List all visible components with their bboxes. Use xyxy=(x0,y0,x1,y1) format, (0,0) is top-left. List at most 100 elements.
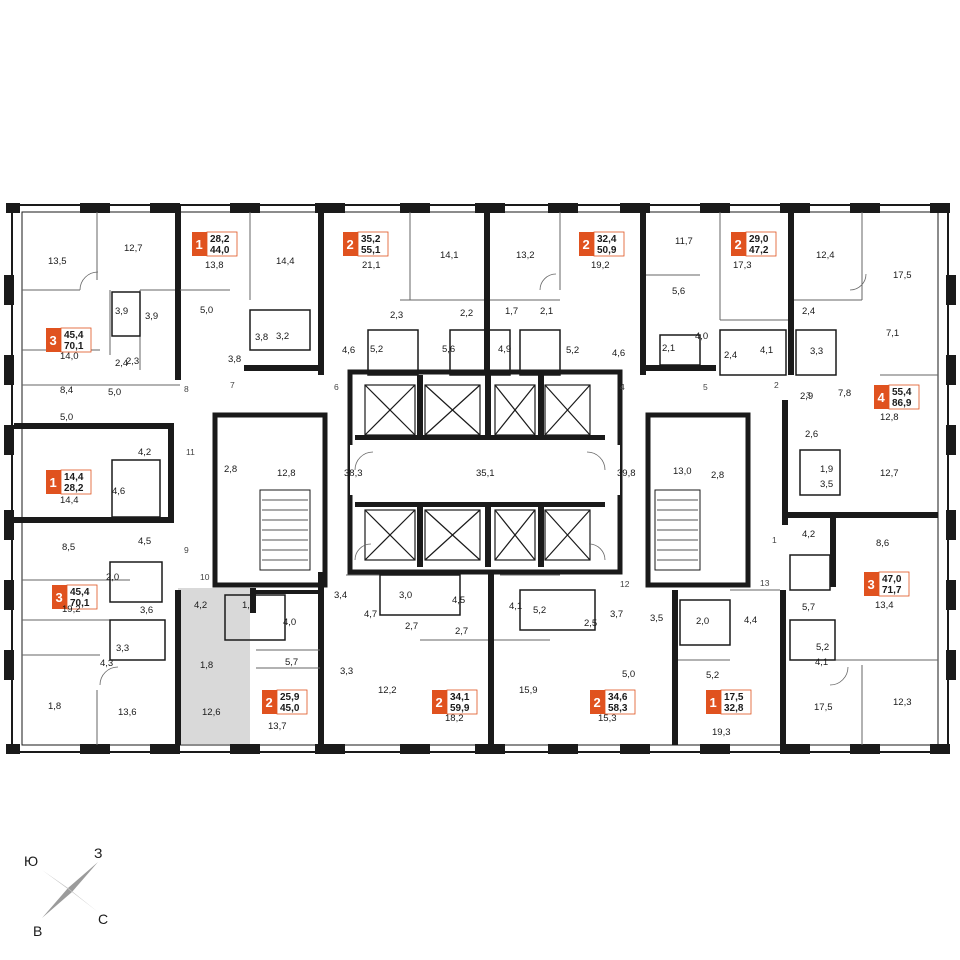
apartment-badge-box xyxy=(720,689,752,715)
room-area-label: 1,9 xyxy=(242,600,255,611)
room-area-label: 35,1 xyxy=(476,468,495,479)
compass-south: Ю xyxy=(24,853,38,869)
apartment-badge[interactable]: 4 55,486,9 xyxy=(874,384,920,410)
apartment-number: 5 xyxy=(703,382,708,392)
room-area-label: 13,2 xyxy=(516,250,535,261)
apartment-living-area: 17,5 xyxy=(724,692,744,703)
bathroom-blocks xyxy=(109,291,841,661)
compass-east: В xyxy=(33,923,42,939)
room-area-label: 2,7 xyxy=(405,621,418,632)
room-area-label: 3,9 xyxy=(145,311,158,322)
apartment-badge-box xyxy=(206,231,238,257)
apartment-number: 9 xyxy=(184,545,189,555)
apartment-rooms-count: 4 xyxy=(878,390,886,405)
apartment-badge-marker xyxy=(46,328,61,352)
room-area-label: 4,2 xyxy=(802,529,815,540)
apartment-rooms-count: 2 xyxy=(266,695,273,710)
room-area-label: 5,2 xyxy=(566,345,579,356)
elevator-shafts xyxy=(364,384,591,561)
room-area-label: 15,3 xyxy=(598,713,617,724)
room-area-label: 2,1 xyxy=(540,306,553,317)
room-area-label: 11,7 xyxy=(675,236,693,247)
room-area-label: 3,7 xyxy=(610,609,623,620)
room-area-label: 15,9 xyxy=(519,685,538,696)
doors xyxy=(79,271,867,686)
building-core xyxy=(212,369,751,588)
room-area-label: 4,3 xyxy=(100,658,113,669)
apartment-total-area: 86,9 xyxy=(892,398,912,409)
apartment-rooms-count: 2 xyxy=(347,237,354,252)
selected-apartment-highlight[interactable] xyxy=(178,588,250,744)
apartment-living-area: 29,0 xyxy=(749,234,769,245)
apartment-badge-box xyxy=(357,231,389,257)
apartment-living-area: 34,1 xyxy=(450,692,470,703)
apartment-total-area: 58,3 xyxy=(608,703,628,714)
apartment-rooms-count: 3 xyxy=(56,590,63,605)
room-area-label: 19,3 xyxy=(712,727,731,738)
apartment-badge-box xyxy=(446,689,478,715)
compass: Ю З В С xyxy=(24,845,108,939)
room-area-label: 1,9 xyxy=(820,464,833,475)
room-area-label: 12,3 xyxy=(893,697,912,708)
apartment-rooms-count: 3 xyxy=(868,577,875,592)
apartment-number: 11 xyxy=(186,447,195,457)
room-area-label: 3,3 xyxy=(340,666,353,677)
room-area-label: 7,8 xyxy=(838,388,851,399)
apartment-total-area: 47,2 xyxy=(749,245,769,256)
apartment-badge-marker xyxy=(52,585,67,609)
room-area-label: 12,6 xyxy=(202,707,221,718)
room-area-label: 13,4 xyxy=(875,600,894,611)
room-area-label: 2,9 xyxy=(800,391,813,402)
apartment-total-area: 55,1 xyxy=(361,245,381,256)
apartment-badge-marker xyxy=(192,232,207,256)
apartment-living-area: 25,9 xyxy=(280,692,300,703)
room-area-label: 5,2 xyxy=(370,344,383,355)
room-area-label: 4,4 xyxy=(744,615,757,626)
apartment-living-area: 55,4 xyxy=(892,387,912,398)
apartment-living-area: 34,6 xyxy=(608,692,628,703)
apartment-living-area: 32,4 xyxy=(597,234,617,245)
room-area-label: 5,6 xyxy=(442,344,455,355)
apartment-number: 6 xyxy=(334,382,339,392)
apartment-number: 13 xyxy=(760,578,770,588)
room-area-label: 3,3 xyxy=(116,643,129,654)
room-area-label: 17,5 xyxy=(893,270,912,281)
apartment-living-area: 47,0 xyxy=(882,574,902,585)
room-area-label: 1,7 xyxy=(505,306,518,317)
room-area-label: 5,0 xyxy=(108,387,121,398)
compass-north: С xyxy=(98,911,108,927)
room-area-label: 13,7 xyxy=(268,721,287,732)
apartment-number: 8 xyxy=(184,384,189,394)
apartment-rooms-count: 1 xyxy=(50,475,57,490)
compass-west: З xyxy=(94,845,102,861)
room-area-label: 4,0 xyxy=(695,331,708,342)
room-area-label: 3,5 xyxy=(650,613,663,624)
room-area-label: 2,3 xyxy=(390,310,403,321)
room-partitions xyxy=(22,212,938,745)
room-area-label: 2,6 xyxy=(805,429,818,440)
room-area-label: 3,3 xyxy=(810,346,823,357)
room-area-label: 8,6 xyxy=(876,538,889,549)
room-area-label: 4,7 xyxy=(364,609,377,620)
room-area-label: 3,5 xyxy=(820,479,833,490)
room-area-label: 38,3 xyxy=(344,468,363,479)
room-area-label: 12,4 xyxy=(816,250,835,261)
room-area-label: 3,4 xyxy=(334,590,347,601)
room-area-label: 4,1 xyxy=(509,601,522,612)
room-area-label: 5,2 xyxy=(816,642,829,653)
apartment-badge-marker xyxy=(731,232,746,256)
room-area-label: 12,7 xyxy=(880,468,899,479)
